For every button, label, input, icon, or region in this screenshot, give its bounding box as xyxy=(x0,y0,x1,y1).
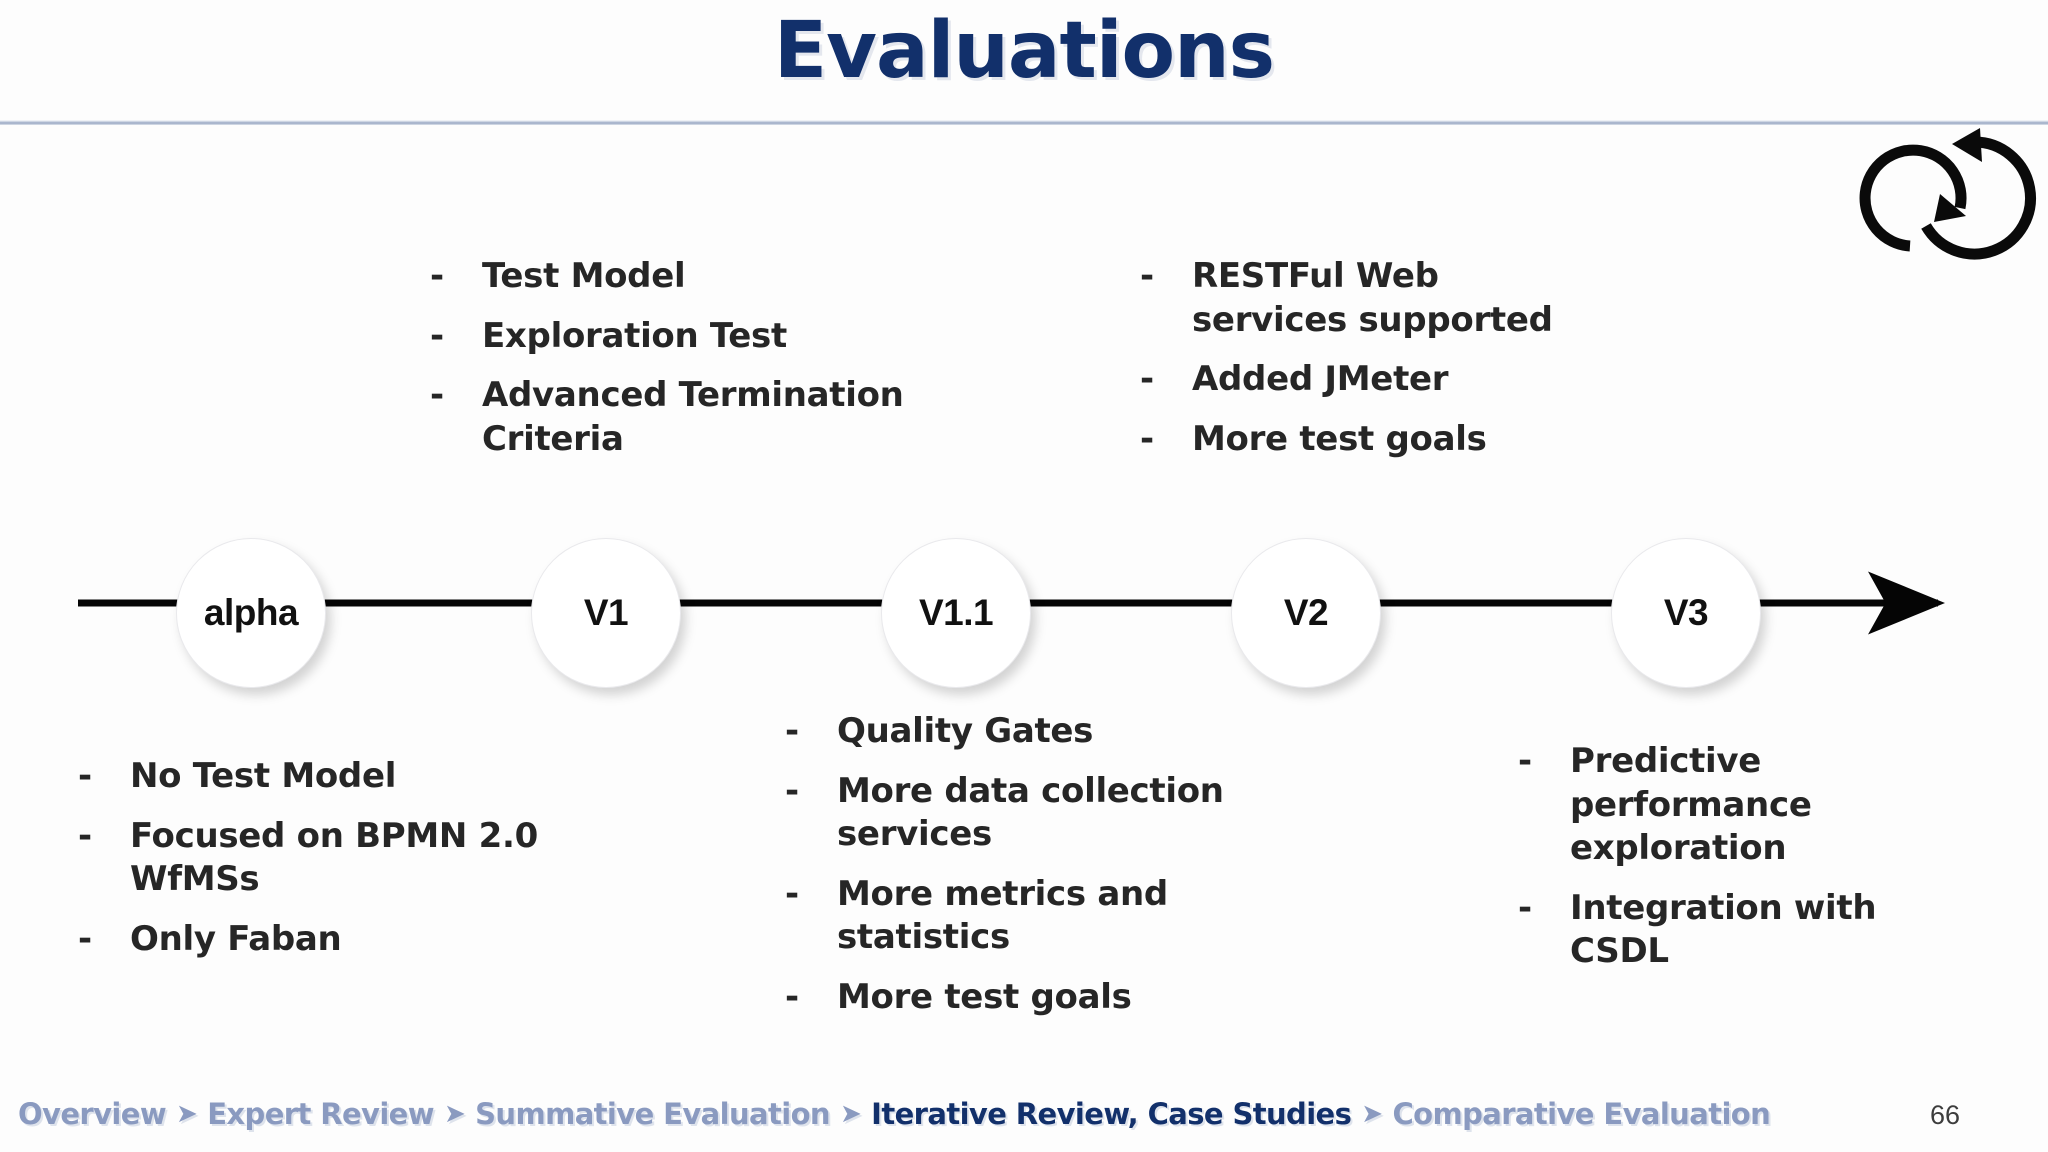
timeline-node-v1[interactable]: V1 xyxy=(531,538,681,688)
list-item-label: More metrics and statistics xyxy=(837,873,1168,958)
bullet-list-bottom-middle: - Quality Gates - More data collection s… xyxy=(785,710,1225,1035)
list-item: - Quality Gates xyxy=(785,710,1225,754)
list-item-label: More test goals xyxy=(1192,418,1487,459)
list-item: - More data collection services xyxy=(785,770,1225,857)
breadcrumb-item-comparative-evaluation[interactable]: Comparative Evaluation xyxy=(1392,1097,1771,1131)
list-item-label: Quality Gates xyxy=(837,711,1094,751)
bullet-marker: - xyxy=(430,375,445,416)
list-item: - Exploration Test xyxy=(430,315,910,359)
version-timeline: alpha V1 V1.1 V2 V3 xyxy=(0,520,2048,700)
bullet-list-top-left: - Test Model - Exploration Test - Advanc… xyxy=(430,255,910,477)
list-item: - No Test Model xyxy=(78,755,548,799)
list-item: - RESTFul Web services supported xyxy=(1140,255,1600,342)
list-item-label: Added JMeter xyxy=(1192,359,1449,400)
list-item-label: Exploration Test xyxy=(482,315,787,356)
breadcrumb-item-expert-review[interactable]: Expert Review xyxy=(207,1097,434,1131)
list-item: - Advanced Termination Criteria xyxy=(430,374,910,461)
breadcrumb: Overview ➤ Expert Review ➤ Summative Eva… xyxy=(18,1097,1771,1131)
bullet-list-top-right: - RESTFul Web services supported - Added… xyxy=(1140,255,1600,477)
list-item: - Focused on BPMN 2.0 WfMSs xyxy=(78,815,548,902)
list-item-label: More test goals xyxy=(837,976,1132,1017)
list-item: - More test goals xyxy=(1140,418,1600,462)
bullet-marker: - xyxy=(785,770,800,811)
list-item-label: Only Faban xyxy=(130,918,342,959)
list-item: - Predictive performance exploration xyxy=(1518,740,1938,871)
list-item: - More metrics and statistics xyxy=(785,873,1225,960)
bullet-marker: - xyxy=(78,815,93,856)
chevron-right-icon: ➤ xyxy=(1361,1099,1383,1129)
timeline-node-label: V1.1 xyxy=(918,592,994,633)
bullet-list-bottom-right: - Predictive performance exploration - I… xyxy=(1518,740,1938,990)
breadcrumb-item-overview[interactable]: Overview xyxy=(18,1097,167,1131)
list-item: - Test Model xyxy=(430,255,910,299)
bullet-marker: - xyxy=(78,918,93,959)
chevron-right-icon: ➤ xyxy=(176,1099,198,1129)
bullet-list-bottom-left: - No Test Model - Focused on BPMN 2.0 Wf… xyxy=(78,755,548,977)
bullet-marker: - xyxy=(430,256,445,296)
iteration-cycle-icon xyxy=(1848,118,2038,278)
list-item: - Added JMeter xyxy=(1140,358,1600,402)
page-title: Evaluations xyxy=(773,6,1275,96)
list-item-label: More data collection services xyxy=(837,770,1224,855)
timeline-node-label: V1 xyxy=(583,592,629,633)
list-item: - Integration with CSDL xyxy=(1518,887,1938,974)
bullet-marker: - xyxy=(1140,256,1155,296)
breadcrumb-item-iterative-review-case-studies[interactable]: Iterative Review, Case Studies xyxy=(871,1097,1352,1131)
list-item-label: Predictive performance exploration xyxy=(1570,741,1812,869)
bullet-marker: - xyxy=(1518,887,1533,928)
title-divider xyxy=(0,120,2048,125)
list-item: - More test goals xyxy=(785,976,1225,1020)
bullet-marker: - xyxy=(430,315,445,356)
bullet-marker: - xyxy=(785,873,800,914)
list-item-label: Integration with CSDL xyxy=(1570,887,1877,972)
list-item-label: Advanced Termination Criteria xyxy=(482,375,904,459)
chevron-right-icon: ➤ xyxy=(839,1099,862,1129)
bullet-marker: - xyxy=(78,756,93,796)
list-item-label: No Test Model xyxy=(130,756,397,796)
bullet-marker: - xyxy=(1140,359,1155,400)
timeline-node-label: V3 xyxy=(1663,592,1709,633)
list-item-label: Test Model xyxy=(482,256,686,296)
list-item: - Only Faban xyxy=(78,918,548,962)
timeline-node-v3[interactable]: V3 xyxy=(1611,538,1761,688)
breadcrumb-item-summative-evaluation[interactable]: Summative Evaluation xyxy=(475,1097,830,1131)
chevron-right-icon: ➤ xyxy=(443,1099,466,1129)
page-number: 66 xyxy=(1930,1100,1961,1130)
list-item-label: Focused on BPMN 2.0 WfMSs xyxy=(130,815,538,900)
bullet-marker: - xyxy=(785,976,800,1017)
bullet-marker: - xyxy=(785,711,800,751)
timeline-node-alpha[interactable]: alpha xyxy=(176,538,326,688)
timeline-node-v1-1[interactable]: V1.1 xyxy=(881,538,1031,688)
timeline-node-label: V2 xyxy=(1283,592,1329,633)
timeline-node-label: alpha xyxy=(203,592,299,633)
list-item-label: RESTFul Web services supported xyxy=(1192,256,1553,340)
bullet-marker: - xyxy=(1518,741,1533,781)
bullet-marker: - xyxy=(1140,418,1155,459)
timeline-node-v2[interactable]: V2 xyxy=(1231,538,1381,688)
